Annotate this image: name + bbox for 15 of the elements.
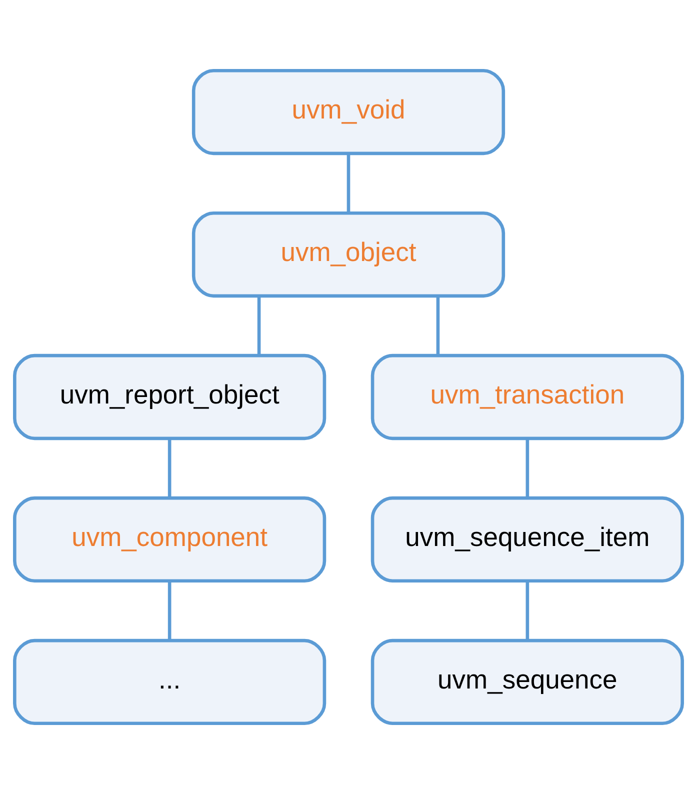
connector [346,154,350,213]
node-box: uvm_void [192,68,506,156]
node-box: uvm_object [192,211,506,298]
connector [168,581,172,640]
node-box: uvm_transaction [370,354,684,440]
connector [257,296,261,356]
node-box: uvm_report_object [13,354,326,440]
node-box: ... [13,638,326,726]
node-box: uvm_sequence [370,638,684,726]
node-box: uvm_component [13,496,326,583]
connector [526,581,530,640]
connector [526,438,530,498]
connector [436,296,440,356]
connector [168,438,172,498]
node-box: uvm_sequence_item [370,496,684,583]
